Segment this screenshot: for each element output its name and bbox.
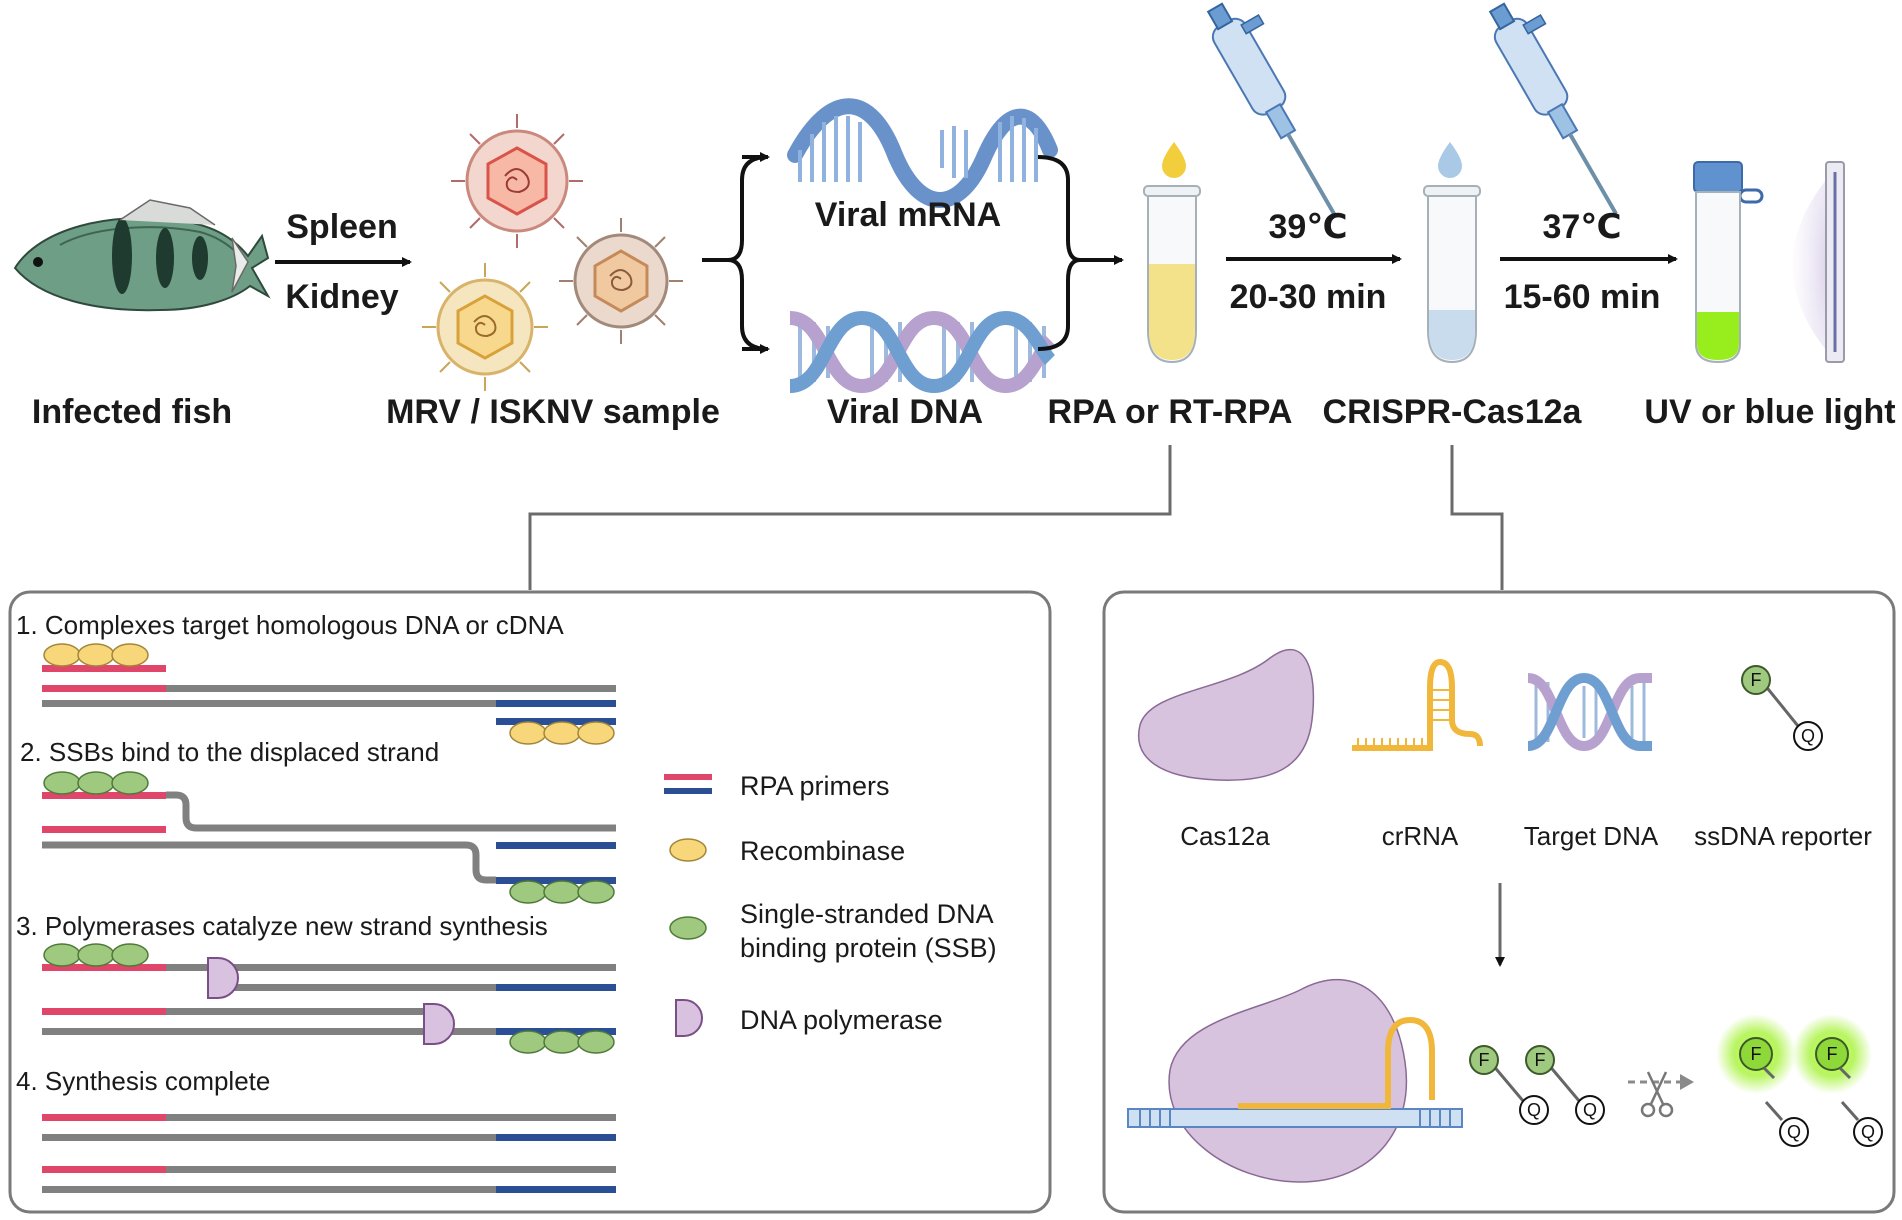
- drop-icon-yellow: [1162, 142, 1186, 178]
- organ-label-kidney: Kidney: [285, 278, 399, 316]
- pipette-icon-2: [1488, 2, 1618, 215]
- cas-time: 15-60 min: [1503, 278, 1661, 316]
- component-label-target-dna: Target DNA: [1523, 821, 1659, 851]
- tube-icon-cas: [1423, 185, 1481, 364]
- lamp-icon: [1792, 161, 1845, 363]
- component-label-crrna: crRNA: [1381, 821, 1459, 851]
- ssdna-reporter-icon: [1741, 665, 1823, 751]
- virus-icon-brown: [559, 218, 683, 344]
- mrna-label: Viral mRNA: [814, 196, 1002, 234]
- legend-ssb-swatch: [669, 916, 707, 940]
- scissors-icon: [1640, 1071, 1674, 1118]
- dna-icon: [788, 310, 1056, 394]
- cas-complex-icon: [1127, 979, 1463, 1183]
- virus-icon-yellow: [422, 263, 548, 391]
- glyph-q: Q: [1527, 1100, 1541, 1120]
- rpa-time: 20-30 min: [1229, 278, 1387, 316]
- glyph-q: Q: [1861, 1122, 1875, 1142]
- tube-icon-rpa: [1143, 185, 1201, 364]
- split-brace: [702, 155, 769, 351]
- drop-icon-blue: [1438, 142, 1462, 178]
- legend-primers-swatch: [664, 774, 712, 794]
- legend-ssb-label: Single-stranded DNA binding protein (SSB…: [740, 898, 997, 966]
- reporter-intact-2: [1525, 1045, 1605, 1125]
- glyph-q: Q: [1583, 1100, 1597, 1120]
- glyph-f: F: [1827, 1044, 1838, 1064]
- reporter-intact-1: [1469, 1045, 1549, 1125]
- glyph-f: F: [1751, 1044, 1762, 1064]
- crrna-icon: [1352, 658, 1483, 751]
- component-label-cas12a: Cas12a: [1180, 821, 1270, 851]
- cas-label: CRISPR-Cas12a: [1322, 393, 1582, 431]
- rpa-step-1-graphic: [42, 643, 616, 745]
- legend-polymerase-swatch: [675, 999, 703, 1037]
- glyph-q: Q: [1801, 726, 1815, 746]
- reporter-cleaved-2: [1792, 1014, 1883, 1147]
- readout-tube-icon: [1693, 161, 1764, 364]
- rpa-step-4-graphic: [42, 1114, 616, 1193]
- component-label-ssdna-reporter: ssDNA reporter: [1694, 821, 1872, 851]
- mrna-icon: [787, 98, 1058, 208]
- rpa-step-2-label: 2. SSBs bind to the displaced strand: [20, 737, 440, 767]
- glyph-q: Q: [1787, 1122, 1801, 1142]
- rpa-temp: 39℃: [1268, 208, 1348, 246]
- legend-primers-label: RPA primers: [740, 771, 890, 801]
- reporter-cleaved-1: [1716, 1014, 1809, 1147]
- connector-cas: [1450, 445, 1504, 590]
- glyph-f: F: [1479, 1050, 1490, 1070]
- merge-brace: [1037, 155, 1081, 351]
- legend-recombinase-swatch: [669, 838, 707, 862]
- rpa-step-3-label: 3. Polymerases catalyze new strand synth…: [16, 911, 548, 941]
- legend-recombinase-label: Recombinase: [740, 836, 906, 866]
- dna-label: Viral DNA: [826, 393, 984, 431]
- pipette-icon-1: [1206, 2, 1336, 215]
- fish-label: Infected fish: [31, 393, 233, 431]
- glyph-f: F: [1751, 670, 1762, 690]
- virus-icon-red: [451, 114, 583, 248]
- target-dna-icon: [1527, 672, 1652, 752]
- rpa-step-1-label: 1. Complexes target homologous DNA or cD…: [16, 610, 564, 640]
- legend-ssb-line-2: binding protein (SSB): [740, 932, 997, 963]
- fq-glyphs: F Q F Q F Q F Q F Q: [1479, 670, 1876, 1142]
- rpa-label: RPA or RT-RPA: [1047, 393, 1293, 431]
- rpa-step-4-label: 4. Synthesis complete: [16, 1066, 271, 1096]
- fish-icon: [13, 199, 271, 312]
- glyph-f: F: [1535, 1050, 1546, 1070]
- legend-polymerase-label: DNA polymerase: [740, 1005, 943, 1035]
- readout-label: UV or blue light: [1644, 393, 1896, 431]
- cas12a-icon: [1137, 648, 1315, 781]
- sample-label: MRV / ISKNV sample: [386, 393, 720, 431]
- legend-ssb-line-1: Single-stranded DNA: [740, 899, 994, 929]
- rpa-step-3-graphic: [42, 943, 616, 1054]
- organ-label-spleen: Spleen: [286, 208, 398, 246]
- cas-temp: 37℃: [1542, 208, 1622, 246]
- rpa-step-2-graphic: [42, 771, 616, 904]
- connector-rpa: [528, 445, 1172, 590]
